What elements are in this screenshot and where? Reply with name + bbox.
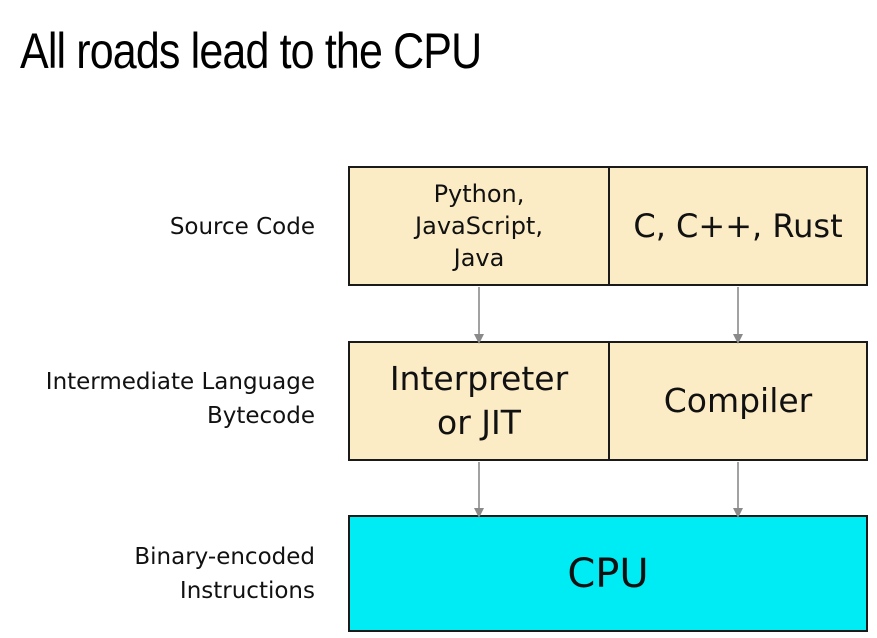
box-compiler: Compiler — [608, 341, 868, 461]
slide-title: All roads lead to the CPU — [20, 23, 482, 79]
row-label-source-code: Source Code — [170, 210, 315, 244]
row-label-source-code-text: Source Code — [169, 214, 315, 240]
box-compiled-languages: C, C++, Rust — [608, 166, 868, 286]
row-label-binary: Binary-encoded Instructions — [134, 540, 315, 608]
box-compiled-languages-text: C, C++, Rust — [633, 207, 843, 245]
row-label-intermediate-line2: Bytecode — [206, 403, 315, 429]
box-cpu-text: CPU — [567, 550, 649, 597]
box-interpreted-languages-text: Python, JavaScript, Java — [415, 180, 543, 272]
box-interpreter-or-jit: Interpreter or JIT — [348, 341, 610, 461]
row-label-intermediate-line1: Intermediate Language — [45, 369, 315, 395]
box-compiler-text: Compiler — [663, 381, 813, 420]
box-cpu: CPU — [348, 515, 868, 632]
box-interpreter-or-jit-text: Interpreter or JIT — [389, 359, 569, 442]
row-label-binary-line2: Instructions — [179, 578, 315, 604]
row-label-binary-line1: Binary-encoded — [134, 544, 315, 570]
row-label-intermediate: Intermediate Language Bytecode — [46, 365, 315, 433]
box-interpreted-languages: Python, JavaScript, Java — [348, 166, 610, 286]
